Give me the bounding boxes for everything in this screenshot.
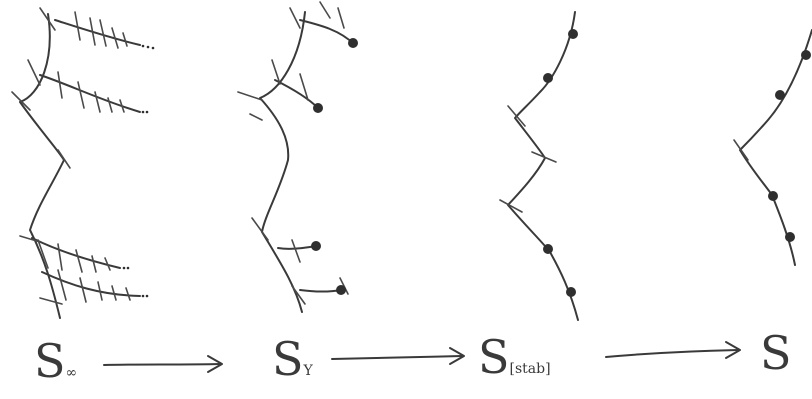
arrow-3 <box>605 341 741 359</box>
label-s-y-main: S <box>272 332 304 386</box>
arrow-1 <box>103 355 223 373</box>
label-s-infinity: S∞ <box>34 338 77 384</box>
arrow-2 <box>331 347 465 365</box>
marked-points <box>311 38 358 295</box>
stable-points <box>543 29 578 297</box>
panel-s-y <box>237 1 358 313</box>
label-s-stab-sub: [stab] <box>509 361 551 377</box>
label-s-y: SY <box>272 336 313 382</box>
label-s-infinity-sub: ∞ <box>65 365 78 381</box>
panel-s-infinity <box>11 7 155 319</box>
panel-s <box>733 29 812 266</box>
label-s-infinity-main: S <box>34 334 66 388</box>
label-s-main: S <box>760 326 792 380</box>
label-s-y-sub: Y <box>303 363 313 379</box>
label-s-stab: S[stab] <box>478 334 551 380</box>
curve-points <box>768 50 811 242</box>
label-s: S <box>760 330 792 376</box>
panel-s-stab <box>499 11 579 321</box>
label-s-stab-main: S <box>478 330 510 384</box>
